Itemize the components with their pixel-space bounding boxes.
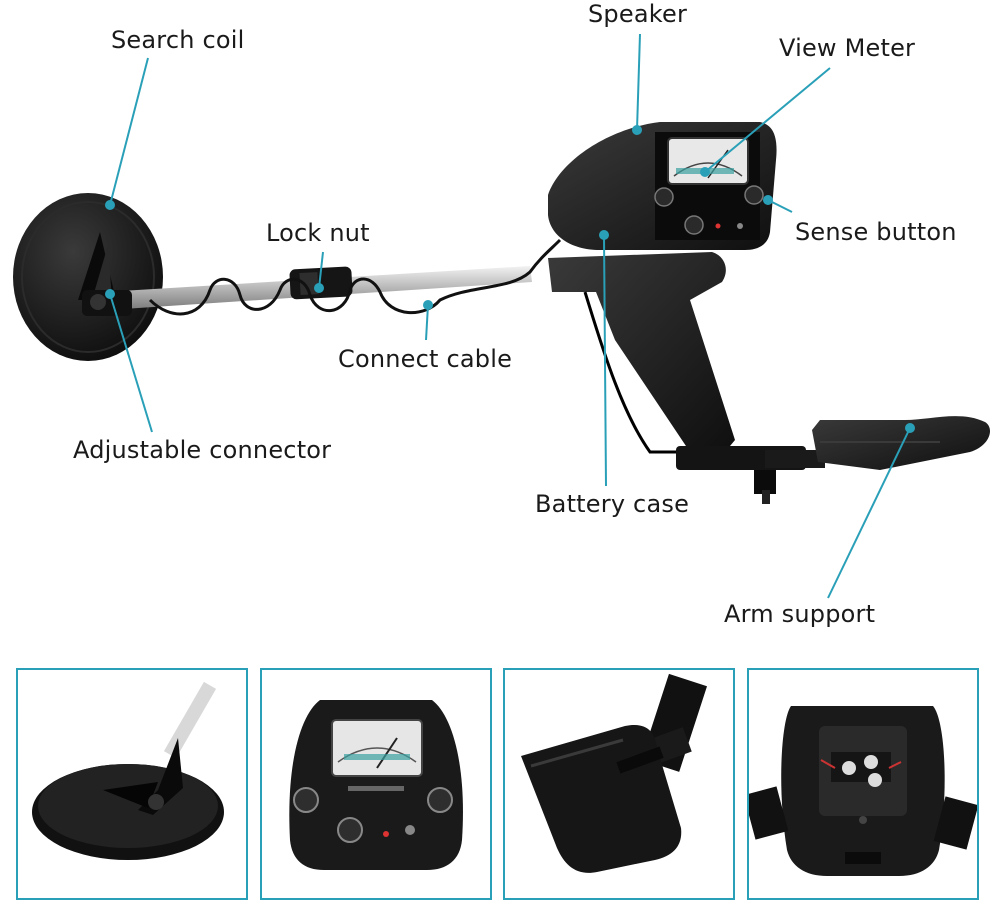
label-sense-button: Sense button — [795, 218, 957, 246]
thumbnail-control-panel — [260, 668, 492, 900]
control-box — [548, 122, 777, 250]
label-adjustable-connector: Adjustable connector — [73, 436, 332, 464]
adjustable-connector — [82, 290, 132, 316]
thumbnail-battery-case — [747, 668, 979, 900]
label-connect-cable: Connect cable — [338, 345, 513, 373]
label-arm-support: Arm support — [724, 600, 876, 628]
search-coil-closeup-image — [32, 681, 224, 860]
label-speaker: Speaker — [588, 0, 688, 28]
leader-lines — [105, 33, 915, 599]
label-view-meter: View Meter — [779, 34, 916, 62]
metal-detector-illustration — [13, 33, 990, 599]
search-coil — [13, 193, 163, 361]
label-battery-case: Battery case — [535, 490, 690, 518]
label-search-coil: Search coil — [111, 26, 245, 54]
battery-case-closeup-image — [749, 706, 977, 876]
connect-cable-wire — [148, 238, 562, 316]
arm-support — [765, 416, 990, 470]
arm-support-closeup-image — [521, 673, 707, 873]
label-lock-nut: Lock nut — [266, 219, 370, 247]
thumbnail-search-coil — [16, 668, 248, 900]
control-panel-closeup-image — [289, 700, 463, 870]
thumbnail-arm-support — [503, 668, 735, 900]
